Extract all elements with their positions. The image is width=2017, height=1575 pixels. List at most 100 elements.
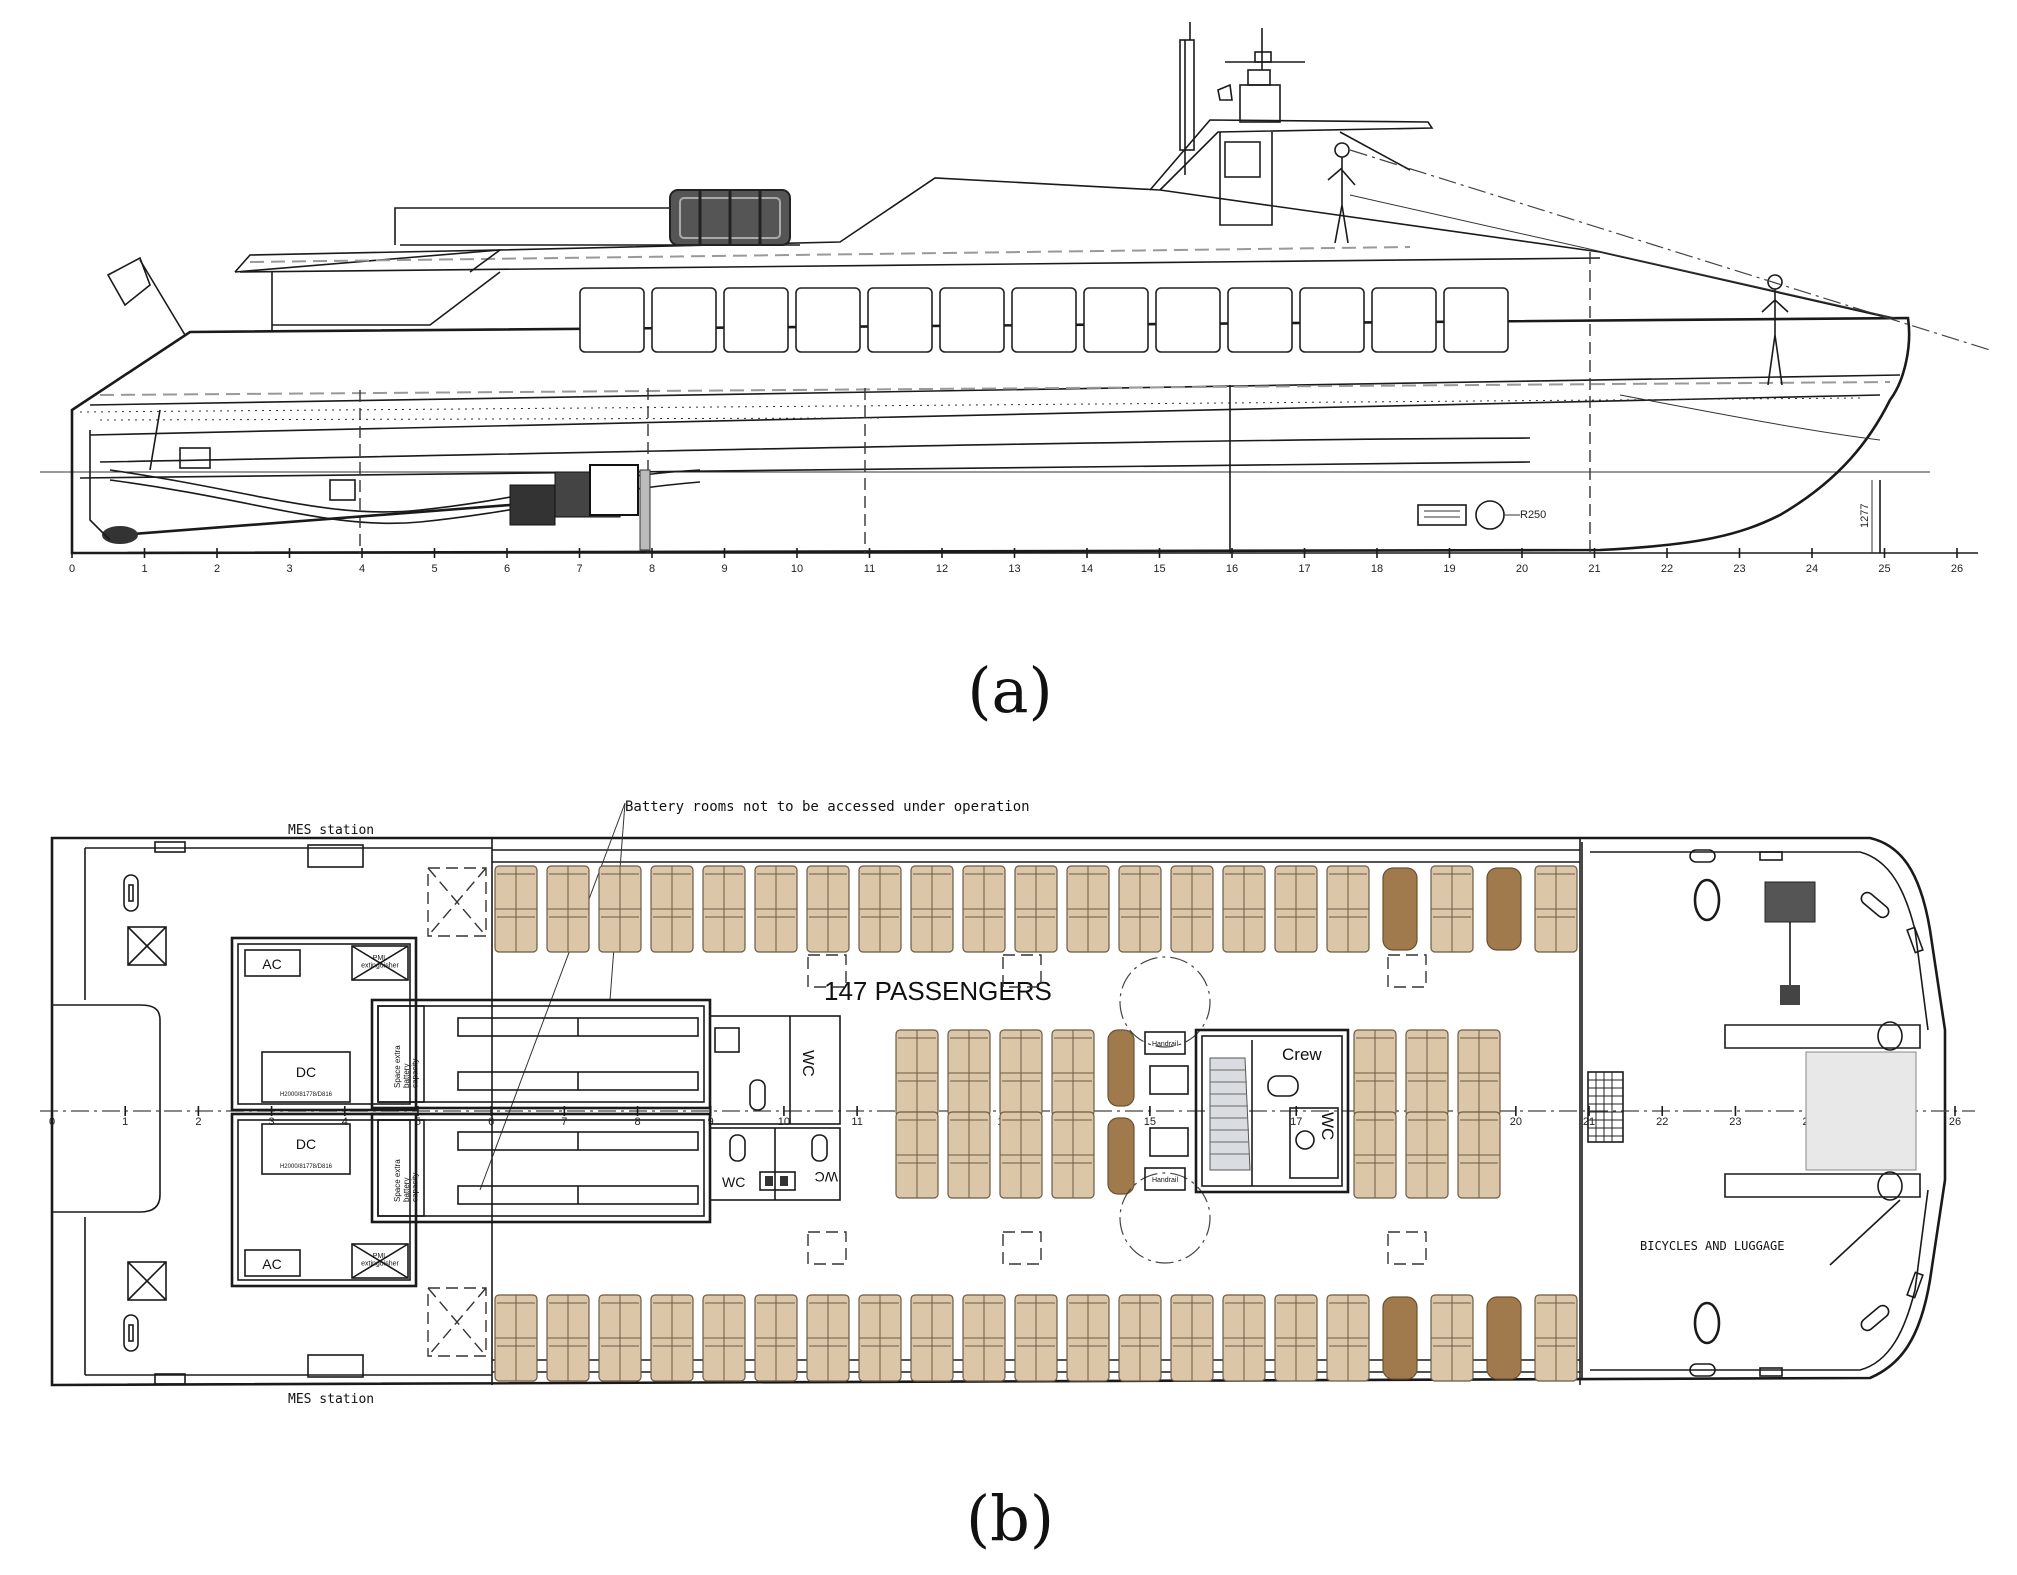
table-bottom [1107,1117,1135,1195]
battery-note-bottom: Space extrabatterycapacity [393,1159,420,1202]
plan-tick-label: 10 [778,1116,790,1128]
aft-box-top [127,926,167,966]
bow-equipment: BICYCLES AND LUGGAGE [1587,849,1924,1377]
seat [1051,1029,1095,1117]
sight-line-2 [1349,194,1896,319]
bow-hatch [1805,1051,1917,1171]
cabin-window [1443,287,1509,353]
profile-tick-label: 2 [214,563,220,575]
wc-label-4: WC [1318,1112,1337,1140]
mooring-bottom [1693,1301,1721,1345]
seat [1326,1294,1370,1382]
handrail-top: Handrail [1144,1031,1186,1055]
wc-label-1: WC [799,1050,816,1077]
seat [1353,1029,1397,1117]
dashed-table [807,954,847,988]
cabin-window [795,287,861,353]
dc-code-top: H2000/81778/D816 [280,1092,333,1098]
wc-label-3: WC [815,1169,838,1185]
seat [546,865,590,953]
profile-tick-label: 21 [1588,563,1600,575]
seat [947,1029,991,1117]
plan-outline [50,836,1947,1387]
seat [910,1294,954,1382]
seat [754,865,798,953]
handrail-label-top: Handrail [1152,1041,1179,1048]
upper-deck [239,257,1601,273]
seat [650,865,694,953]
r250-label: R250 [1520,509,1546,521]
seat [1066,1294,1110,1382]
battery-racks [457,1017,699,1205]
dotted-line-1 [79,397,1861,413]
seat [1486,1296,1522,1380]
profile-tick-label: 23 [1733,563,1745,575]
aft-cleat-top [123,874,139,912]
person-bow [1761,274,1789,386]
plan-tick-label: 22 [1656,1116,1668,1128]
cabin-window [1371,287,1437,353]
escape-hatch-bottom [427,1287,487,1357]
seat [546,1294,590,1382]
seat [1051,1111,1095,1199]
profile-tick-label: 24 [1806,563,1818,575]
bow-curve [1619,394,1881,441]
hatch-bottom-1 [154,1373,186,1385]
battery-room-bottom [370,1112,712,1224]
profile-tick-label: 3 [286,563,292,575]
dc-label-bottom: DC [296,1136,316,1152]
seat [1274,865,1318,953]
seat [1118,865,1162,953]
plan-tick-label: 4 [342,1116,348,1128]
passengers-label: 147 PASSENGERS [824,976,1052,1006]
seat [1534,1294,1578,1382]
profile-tick-label: 17 [1298,563,1310,575]
profile-tick-label: 14 [1081,563,1093,575]
wc-block: WC WC WC [709,1015,841,1201]
cabin-window [1083,287,1149,353]
seat [598,1294,642,1382]
stern-flag [106,256,186,336]
cabin-window [1299,287,1365,353]
electrical-room-top [230,936,418,1112]
cabin-window [1227,287,1293,353]
plan-tick-label: 21 [1583,1116,1595,1128]
seat [858,865,902,953]
passenger-seats [494,865,1578,1382]
deck-plan: 0123456789101112131415161718192021222324… [40,799,1975,1407]
profile-tick-label: 12 [936,563,948,575]
electrical-room-bottom-inner [237,1119,411,1281]
seat [1326,865,1370,953]
chock-bottom [1906,1271,1924,1299]
chair-top [1149,1065,1189,1095]
plan-tick-label: 26 [1949,1116,1961,1128]
handrail-label-bottom: Handrail [1152,1177,1179,1184]
mes-box-top [307,844,364,868]
door-swing-bottom [1119,1172,1211,1264]
stern-inner [84,847,492,1376]
battery-room-top [370,998,712,1110]
seat [806,1294,850,1382]
seat [754,1294,798,1382]
dashed-table [1387,1231,1427,1265]
mes-station-bottom: MES station [288,1392,374,1407]
plan-tick-label: 1 [122,1116,128,1128]
dc-code-bottom: H2000/81778/D816 [280,1164,333,1170]
electrical-room-top-inner [237,943,411,1105]
profile-tick-label: 25 [1878,563,1890,575]
deck-line [89,374,1901,406]
profile-tick-label: 0 [69,563,75,575]
caption-b: (b) [966,1482,1054,1555]
bow-inner-outline [1590,851,1929,1371]
plan-tick-label: 0 [49,1116,55,1128]
profile-tick-label: 8 [649,563,655,575]
profile-tick-label: 5 [431,563,437,575]
profile-tick-label: 10 [791,563,803,575]
height-dimension: 1277 [1859,480,1873,553]
profile-tick-label: 18 [1371,563,1383,575]
bollard-top [1860,891,1890,919]
